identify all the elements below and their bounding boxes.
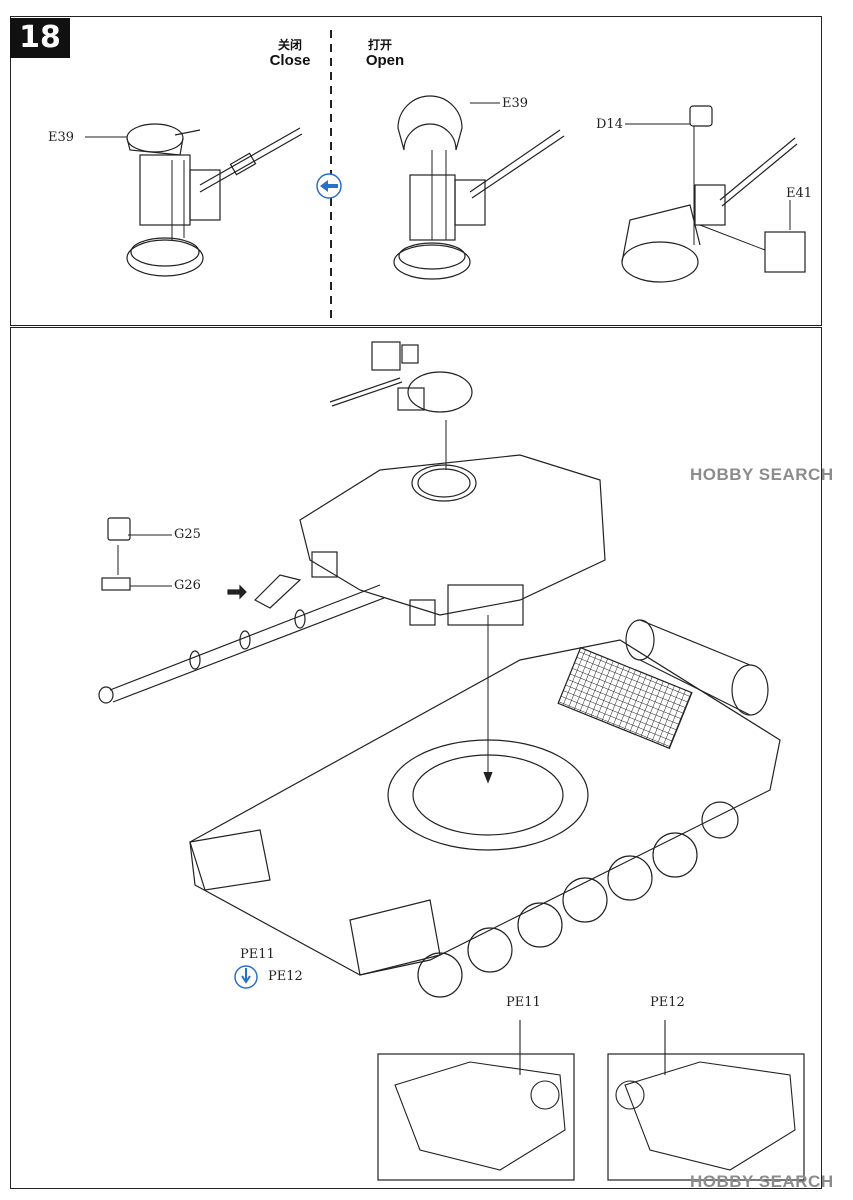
detail-view-pe12 — [607, 1053, 805, 1181]
close-heading-en: Close — [269, 52, 311, 69]
part-label-g25: G25 — [174, 527, 201, 542]
g25-g26-parts — [101, 517, 247, 600]
hull — [189, 619, 781, 998]
direction-arrow-icon — [316, 173, 342, 199]
part-label-g26: G26 — [174, 578, 201, 593]
part-label-pe11: PE11 — [240, 947, 275, 962]
detail-view-pe11 — [377, 1053, 575, 1181]
watermark-bottom: HOBBY SEARCH — [690, 1172, 834, 1191]
part-label-e39-open: E39 — [502, 96, 529, 111]
part-label-e41: E41 — [786, 186, 813, 201]
part-label-d14: D14 — [596, 117, 623, 132]
step-number-badge: 18 — [10, 18, 70, 58]
turret-mg-assembly — [329, 341, 473, 470]
top-step-frame — [10, 16, 822, 326]
main-assembly-frame — [10, 327, 822, 1189]
mg-assembly-close — [85, 123, 303, 277]
mg-assembly-d14-e41 — [621, 105, 806, 283]
turret — [98, 454, 606, 784]
detail-label-pe11: PE11 — [506, 995, 541, 1010]
open-heading-en: Open — [365, 52, 405, 69]
part-label-e39-close: E39 — [48, 130, 75, 145]
watermark-top: HOBBY SEARCH — [690, 465, 834, 484]
part-label-pe12: PE12 — [268, 969, 303, 984]
close-heading-cn: 关闭 — [277, 38, 302, 52]
pe-parts-icon — [234, 965, 258, 989]
detail-label-pe12: PE12 — [650, 995, 685, 1010]
open-heading-cn: 打开 — [367, 38, 392, 52]
mg-assembly-open — [393, 95, 565, 280]
